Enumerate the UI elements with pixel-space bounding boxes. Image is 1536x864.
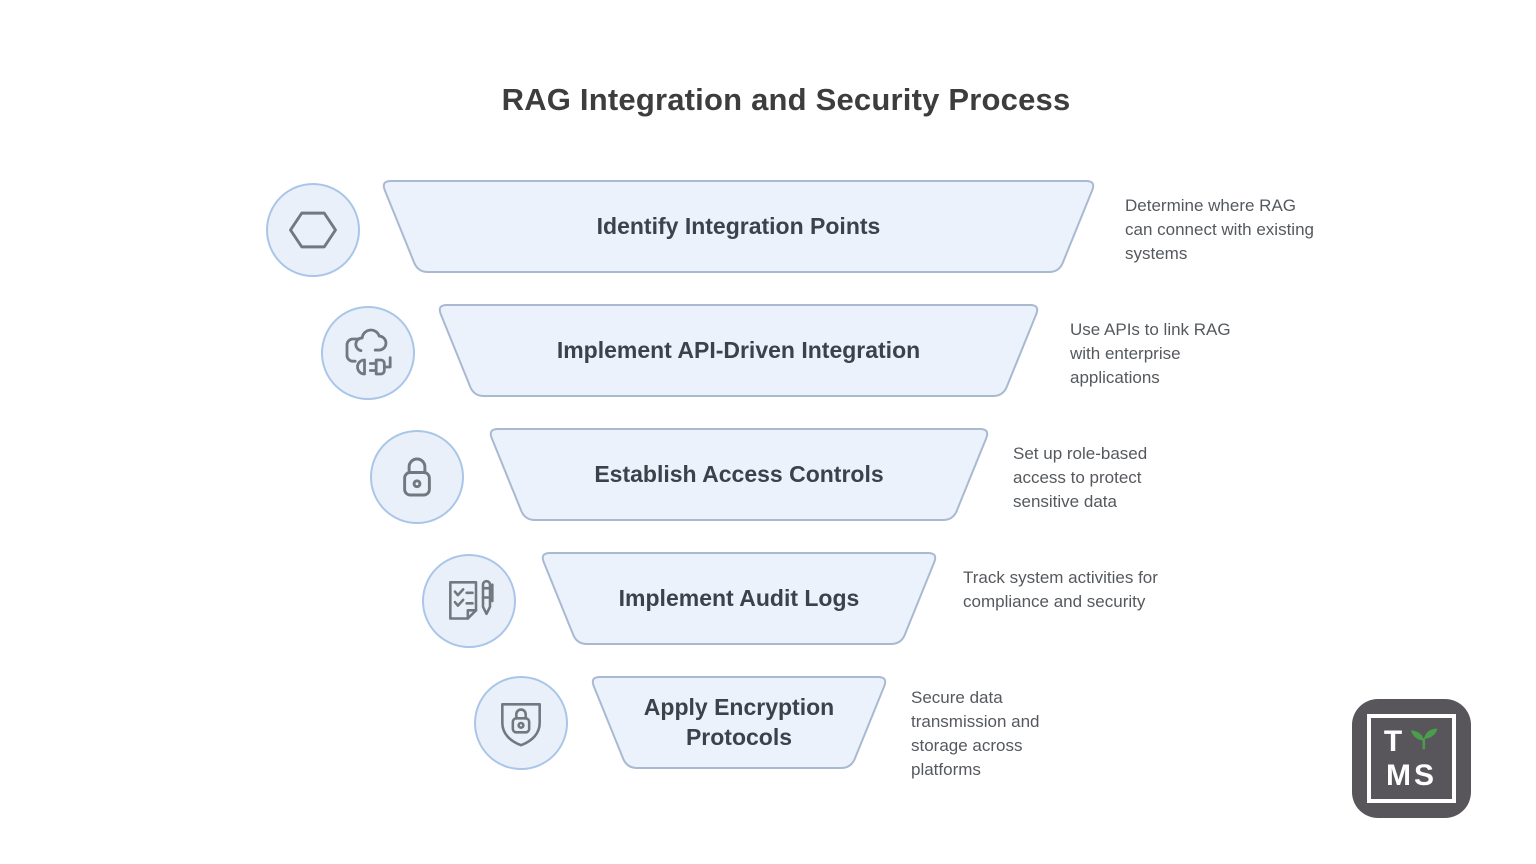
step-2-box <box>438 304 1039 397</box>
step-5-icon-circle <box>474 676 568 770</box>
page-title: RAG Integration and Security Process <box>501 82 1071 117</box>
step-2-description: Use APIs to link RAG with enterprise app… <box>1070 320 1231 387</box>
step-5-description: Secure data transmission and storage acr… <box>911 688 1040 779</box>
step-1-icon-circle <box>266 183 360 277</box>
tms-logo-frame: T MS <box>1367 714 1456 803</box>
step-4-icon-circle <box>422 554 516 648</box>
hexagon-icon <box>286 203 340 257</box>
step-1-box <box>382 180 1095 273</box>
step-3-label: Establish Access Controls <box>594 460 884 487</box>
step-3-icon-circle <box>370 430 464 524</box>
step-2-icon-circle <box>321 306 415 400</box>
step-2-label: Implement API-Driven Integration <box>556 336 921 363</box>
shield-lock-icon <box>493 695 549 751</box>
step-4-label: Implement Audit Logs <box>618 584 860 611</box>
logo-letters-ms: MS <box>1386 758 1437 792</box>
step-4-description: Track system activities for compliance a… <box>963 568 1158 611</box>
step-4-box <box>541 552 937 645</box>
padlock-icon <box>390 450 444 504</box>
step-3-description: Set up role-based access to protect sens… <box>1013 444 1148 511</box>
step-5-box <box>591 676 887 769</box>
step-1-label: Identify Integration Points <box>596 212 881 239</box>
sprout-icon <box>1407 723 1439 760</box>
step-1-description: Determine where RAG can connect with exi… <box>1125 196 1314 263</box>
checklist-pen-icon <box>441 573 497 629</box>
tms-logo: T MS <box>1352 699 1471 818</box>
cloud-plug-icon <box>340 325 396 381</box>
step-3-box <box>489 428 989 521</box>
step-5-label: Apply Encryption Protocols <box>643 693 835 750</box>
logo-letter-t: T <box>1383 724 1406 758</box>
